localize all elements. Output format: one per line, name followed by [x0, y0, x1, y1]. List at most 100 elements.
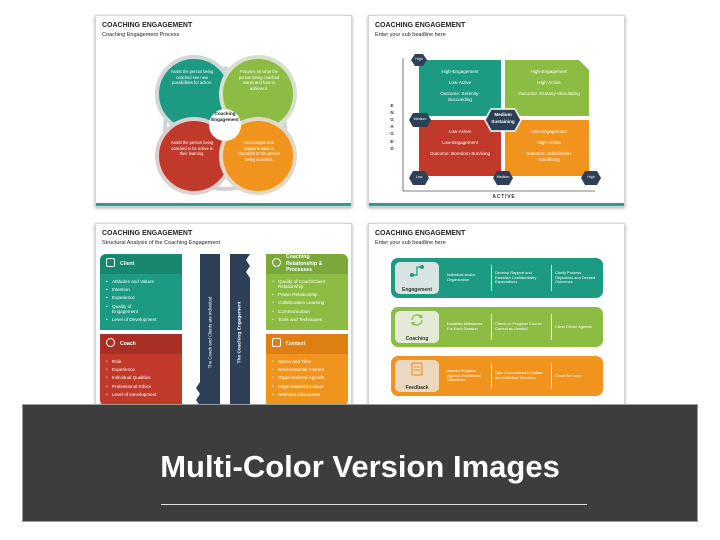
- quadrant-bl-line-1: Low-Active: [448, 129, 472, 134]
- quadrant-br-line-1: Low-Engagement: [530, 129, 567, 134]
- hex-medium-bottom: [493, 171, 513, 185]
- coach-item: Professional Ethics: [106, 384, 178, 389]
- quadrant-tl-line-1: High-Engagement: [441, 69, 479, 74]
- context-title: Context: [286, 341, 306, 347]
- quadrant-br-text: Low-Engagement High-Active Outcome: Subm…: [517, 129, 581, 163]
- row-label: Feedback: [405, 385, 429, 391]
- context-header: Context: [266, 334, 348, 354]
- title-banner: Multi-Color Version Images: [22, 404, 698, 522]
- client-header: Client: [100, 254, 182, 274]
- divider: [491, 265, 492, 291]
- row-cell: Individual and/or Organization: [447, 272, 476, 282]
- context-item: Relevant Discourses: [272, 392, 344, 397]
- row-cell: Establish Milestones For Each Session: [447, 321, 483, 331]
- quadrant-br-line-2: High-Active: [537, 139, 561, 145]
- divider: [551, 314, 552, 340]
- client-item: Attitudes and Values: [106, 279, 178, 284]
- client-icon: [106, 258, 115, 267]
- context-icon: [272, 338, 281, 347]
- banner-underline: [161, 504, 587, 505]
- quadrant-top-left: [419, 60, 501, 116]
- row-cell: Client Driven Agenda: [555, 323, 592, 329]
- accent-bar: [369, 203, 624, 206]
- quadrant-bottom-right: [505, 120, 589, 176]
- quadrant-bl-text: Low-Active Low-Engagement Outcome: Bored…: [429, 129, 491, 157]
- pillar-left-text: The Coach and Clients are individual: [207, 296, 213, 369]
- hex-medium-left: [409, 113, 431, 127]
- row-engagement: Engagement Individual and/or Organizatio…: [391, 258, 603, 298]
- quadrant-tr-line-3: Outcome: Ecstasy-Stimulating: [518, 90, 580, 96]
- slide-engagement-matrix[interactable]: COACHING ENGAGEMENT Enter your sub headl…: [368, 15, 625, 207]
- slide-structural-analysis[interactable]: COACHING ENGAGEMENT Structural Analysis …: [95, 223, 352, 415]
- slide-subtitle: Enter your sub headline here: [375, 240, 446, 246]
- pillars: [196, 254, 250, 406]
- row-label: Engagement: [401, 287, 432, 293]
- hex-label-medium-left: Medium: [413, 117, 427, 121]
- slide-subtitle: Enter your sub headline here: [375, 32, 446, 38]
- quadrant-text-1: Assist the person being coached see new …: [170, 69, 214, 86]
- accent-bar: [96, 203, 351, 206]
- row-label: Coaching: [405, 336, 429, 342]
- hex-label-medium-bottom: Medium: [496, 175, 510, 179]
- row-cell: Clarify Process Objectives and Desired O…: [555, 269, 596, 285]
- row-icon-box: [395, 360, 439, 392]
- coach-item: Experience: [106, 367, 178, 372]
- feedback-icon: [411, 362, 423, 376]
- row-cell: Check on Progress Course Correct as Need…: [495, 321, 542, 331]
- quadrant-tl-line-3: Outcome: Serenity-Succeeding: [440, 90, 480, 102]
- coach-body: Role Experience Individual Qualities Pro…: [100, 354, 182, 406]
- context-item: Environmental Factors: [272, 367, 344, 372]
- quadrant-text-4: Encourages and supports what is importan…: [237, 140, 281, 162]
- relationship-header: Coaching Relationship & Processes: [266, 254, 348, 274]
- slide-title: COACHING ENGAGEMENT: [102, 230, 193, 237]
- relationship-item: Communication: [272, 309, 344, 314]
- coach-header: Coach: [100, 334, 182, 354]
- quadrant-bottom-left: [419, 120, 501, 176]
- quadrant-circle-orange: [219, 117, 297, 195]
- coach-item: Level of Development: [106, 392, 178, 397]
- client-item: Quality of Engagement: [106, 304, 152, 314]
- slide-coaching-process[interactable]: COACHING ENGAGEMENT Coaching Engagement …: [95, 15, 352, 207]
- hex-center: [484, 108, 522, 132]
- coach-item: Role: [106, 359, 178, 364]
- hex-label-high-right: High: [587, 175, 595, 179]
- row-feedback: Feedback Assess Progress Against Establi…: [391, 356, 603, 396]
- relationship-item: Power Relationship: [272, 292, 344, 297]
- context-item: Organizational Culture: [272, 384, 344, 389]
- quadrant-bl-line-3: Outcome: Boredom-Surviving: [429, 150, 491, 156]
- refresh-icon: [272, 258, 281, 267]
- client-item: Experience: [106, 295, 178, 300]
- relationship-item: Tools and Techniques: [272, 317, 344, 322]
- client-body: Attitudes and Values Intention Experienc…: [100, 274, 182, 330]
- row-cell: Develop Rapport and Establish Confidenti…: [495, 269, 537, 285]
- slide-subtitle: Structural Analysis of the Coaching Enga…: [102, 240, 221, 246]
- context-item: Space and Time: [272, 359, 344, 364]
- coach-title: Coach: [120, 341, 136, 347]
- quadrant-tl-line-2: Low-Active: [448, 79, 472, 85]
- slide-title: COACHING ENGAGEMENT: [375, 22, 466, 29]
- divider: [491, 314, 492, 340]
- quadrant-text-2: Focuses on what the person being coached…: [238, 69, 280, 91]
- hex-low: [409, 171, 429, 185]
- center-label: Coaching Engagement: [211, 111, 239, 122]
- pillar-left: [196, 254, 220, 406]
- divider: [551, 265, 552, 291]
- row-icon-box: [395, 311, 439, 343]
- row-coaching: Coaching Establish Milestones For Each S…: [391, 307, 603, 347]
- relationship-item: Quality of Coach/Client Relationship: [272, 279, 344, 289]
- quadrant-top-right: [505, 60, 589, 116]
- quadrant-text-3: Assist the person being coached to be ac…: [170, 140, 214, 157]
- banner-title: Multi-Color Version Images: [160, 449, 560, 484]
- divider: [491, 363, 492, 389]
- coach-item: Individual Qualities: [106, 375, 178, 380]
- client-title: Client: [120, 261, 135, 267]
- context-item: Organizational Agenda: [272, 375, 344, 380]
- quadrant-tr-line-2: High-Active: [537, 79, 561, 85]
- slide-subtitle: Coaching Engagement Process: [102, 32, 180, 38]
- hex-high-right: [581, 171, 601, 185]
- quadrant-tr-line-1: High-Engagement: [530, 69, 568, 74]
- slide-engagement-rows[interactable]: COACHING ENGAGEMENT Enter your sub headl…: [368, 223, 625, 415]
- refresh-icon: [411, 314, 423, 326]
- process-diagram: [155, 55, 297, 195]
- quadrant-tl-text: High-Engagement Low-Active Outcome: Sere…: [429, 69, 491, 103]
